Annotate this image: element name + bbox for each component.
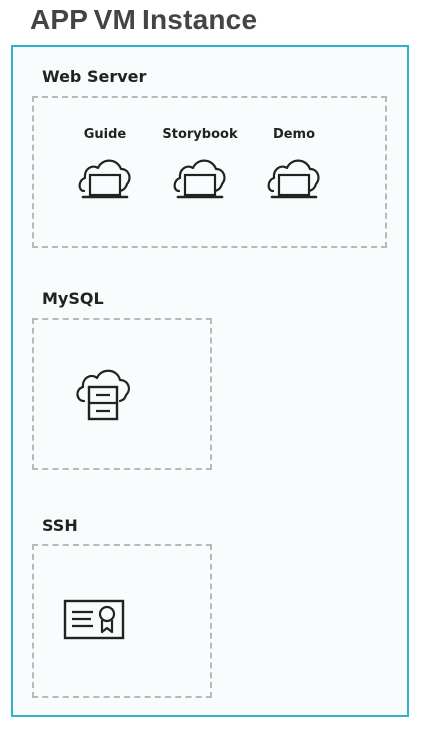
mysql-node bbox=[72, 364, 134, 428]
node-guide: Guide bbox=[65, 125, 145, 207]
ssh-label: SSH bbox=[42, 516, 78, 535]
node-label: Guide bbox=[83, 127, 127, 142]
node-demo: Demo bbox=[254, 125, 334, 207]
node-label: Storybook bbox=[162, 127, 238, 142]
cloud-laptop-icon bbox=[173, 159, 226, 199]
mysql-label: MySQL bbox=[42, 289, 104, 308]
web-server-label: Web Server bbox=[42, 67, 147, 86]
ssh-node bbox=[62, 598, 126, 646]
cloud-laptop-icon bbox=[267, 159, 320, 199]
certificate-icon bbox=[63, 599, 125, 640]
node-storybook: Storybook bbox=[160, 125, 240, 207]
web-server-box bbox=[32, 96, 387, 248]
page-title: APP VM Instance bbox=[30, 4, 258, 35]
mysql-box bbox=[32, 318, 212, 470]
cloud-database-icon bbox=[76, 369, 130, 421]
node-label: Demo bbox=[272, 127, 316, 142]
cloud-laptop-icon bbox=[78, 159, 131, 199]
ssh-box bbox=[32, 544, 212, 698]
